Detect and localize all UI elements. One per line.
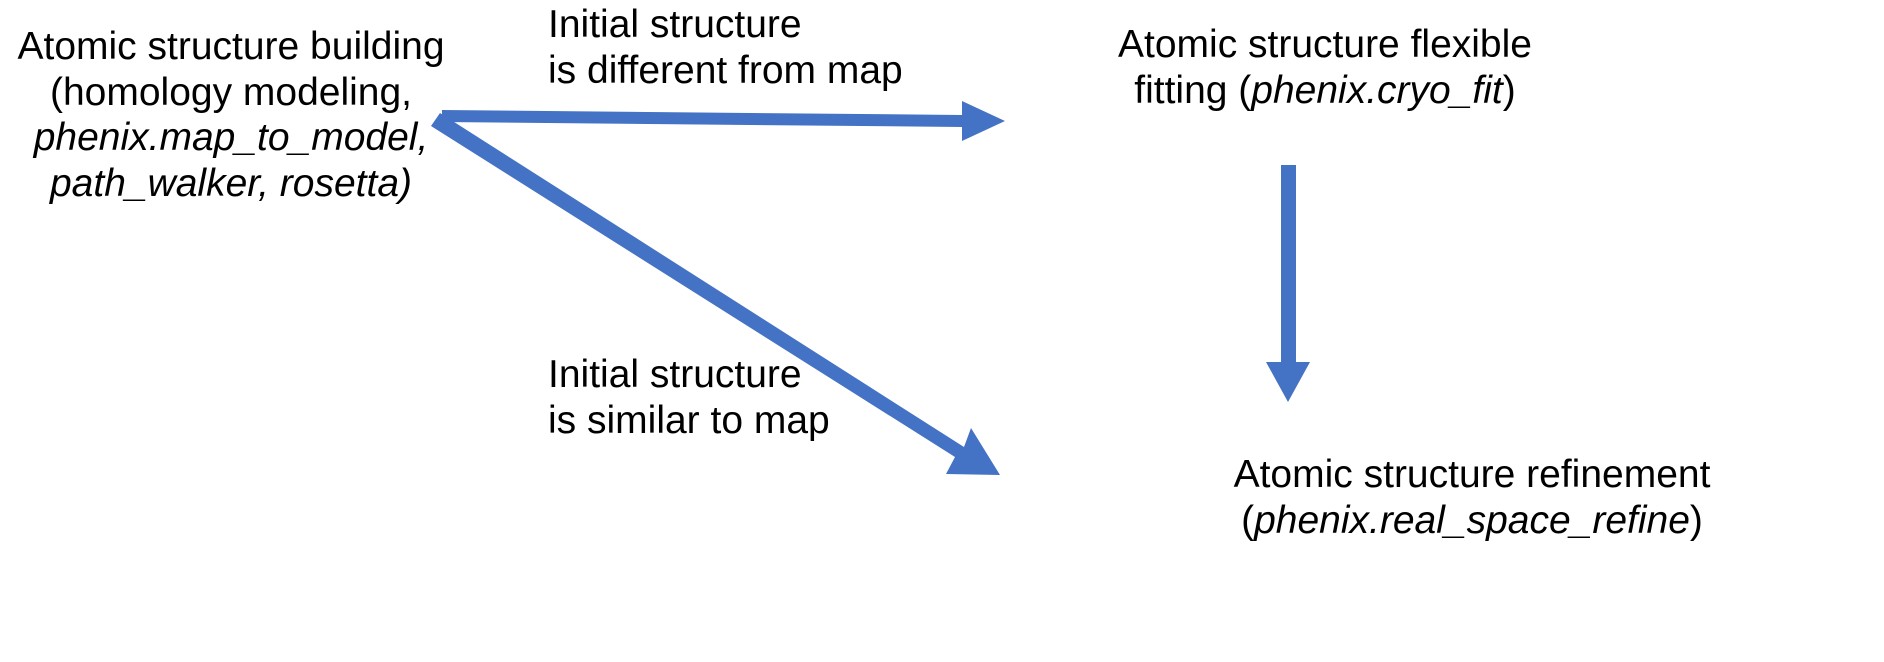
node-atomic-structure-building: Atomic structure building (homology mode… xyxy=(8,24,454,207)
edge-label-similar-line-2: is similar to map xyxy=(548,398,830,442)
node-flexible-paren-open: fitting ( xyxy=(1134,68,1252,112)
node-flexible-paren-close: ) xyxy=(1502,68,1516,112)
node-refinement-line-1: Atomic structure refinement xyxy=(1233,453,1711,496)
arrow-building-to-flexible-fitting xyxy=(442,101,1005,141)
edge-label-different-line-2: is different from map xyxy=(548,48,903,92)
node-building-line-4: path_walker, rosetta) xyxy=(49,161,413,205)
edge-label-similar-line-1: Initial structure xyxy=(548,353,802,396)
node-refinement-paren-open: ( xyxy=(1241,498,1255,542)
node-flexible-line-1: Atomic structure flexible xyxy=(1118,23,1532,66)
node-atomic-structure-flexible-fitting: Atomic structure flexible fitting (pheni… xyxy=(1090,22,1560,113)
edge-label-initial-structure-similar: Initial structure is similar to map xyxy=(548,352,878,443)
edge-label-different-line-1: Initial structure xyxy=(548,3,802,46)
node-flexible-line-2: fitting (phenix.cryo_fit) xyxy=(1090,68,1560,114)
node-flexible-program-name: phenix.cryo_fit xyxy=(1251,68,1503,112)
node-building-line-3: phenix.map_to_model, xyxy=(33,116,429,160)
edge-label-initial-structure-different: Initial structure is different from map xyxy=(548,2,928,93)
node-building-line-1: Atomic structure building xyxy=(17,25,445,68)
node-refinement-program-name: phenix.real_space_refine xyxy=(1254,498,1690,542)
node-atomic-structure-refinement: Atomic structure refinement (phenix.real… xyxy=(1060,452,1884,543)
node-refinement-line-2: (phenix.real_space_refine) xyxy=(1060,498,1884,544)
node-building-line-2: (homology modeling, xyxy=(49,70,413,114)
arrow-flexible-fitting-to-refinement xyxy=(1266,165,1310,402)
node-refinement-paren-close: ) xyxy=(1689,498,1703,542)
